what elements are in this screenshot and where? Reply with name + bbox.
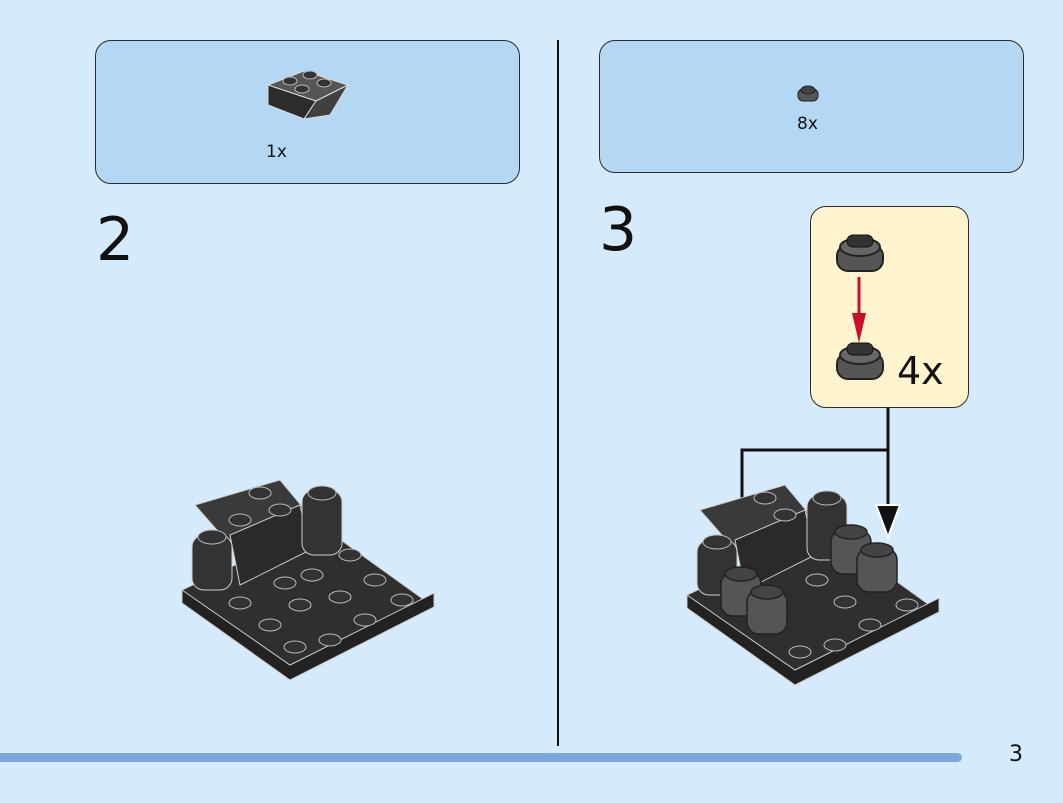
assembly-model-step-2 xyxy=(181,479,435,681)
parts-box-step-2: 1x xyxy=(95,40,520,184)
round-plate-bottom-icon xyxy=(836,342,884,380)
step-number: 2 xyxy=(96,205,135,275)
inverted-slope-brick-icon xyxy=(266,70,350,120)
step-number: 3 xyxy=(599,195,638,265)
parts-box-step-3: 8x xyxy=(599,40,1024,173)
assembly-model-step-3 xyxy=(686,484,940,686)
round-plate-top-icon xyxy=(836,234,884,272)
step-divider xyxy=(557,40,559,746)
progress-bar xyxy=(0,753,962,762)
page-number: 3 xyxy=(1009,742,1023,767)
sub-assembly-callout: 4x xyxy=(810,206,969,408)
part-quantity: 8x xyxy=(797,114,818,134)
red-arrow-icon xyxy=(852,277,866,343)
part-quantity: 1x xyxy=(266,142,287,162)
round-plate-icon xyxy=(797,85,819,102)
callout-multiplier: 4x xyxy=(897,349,944,393)
